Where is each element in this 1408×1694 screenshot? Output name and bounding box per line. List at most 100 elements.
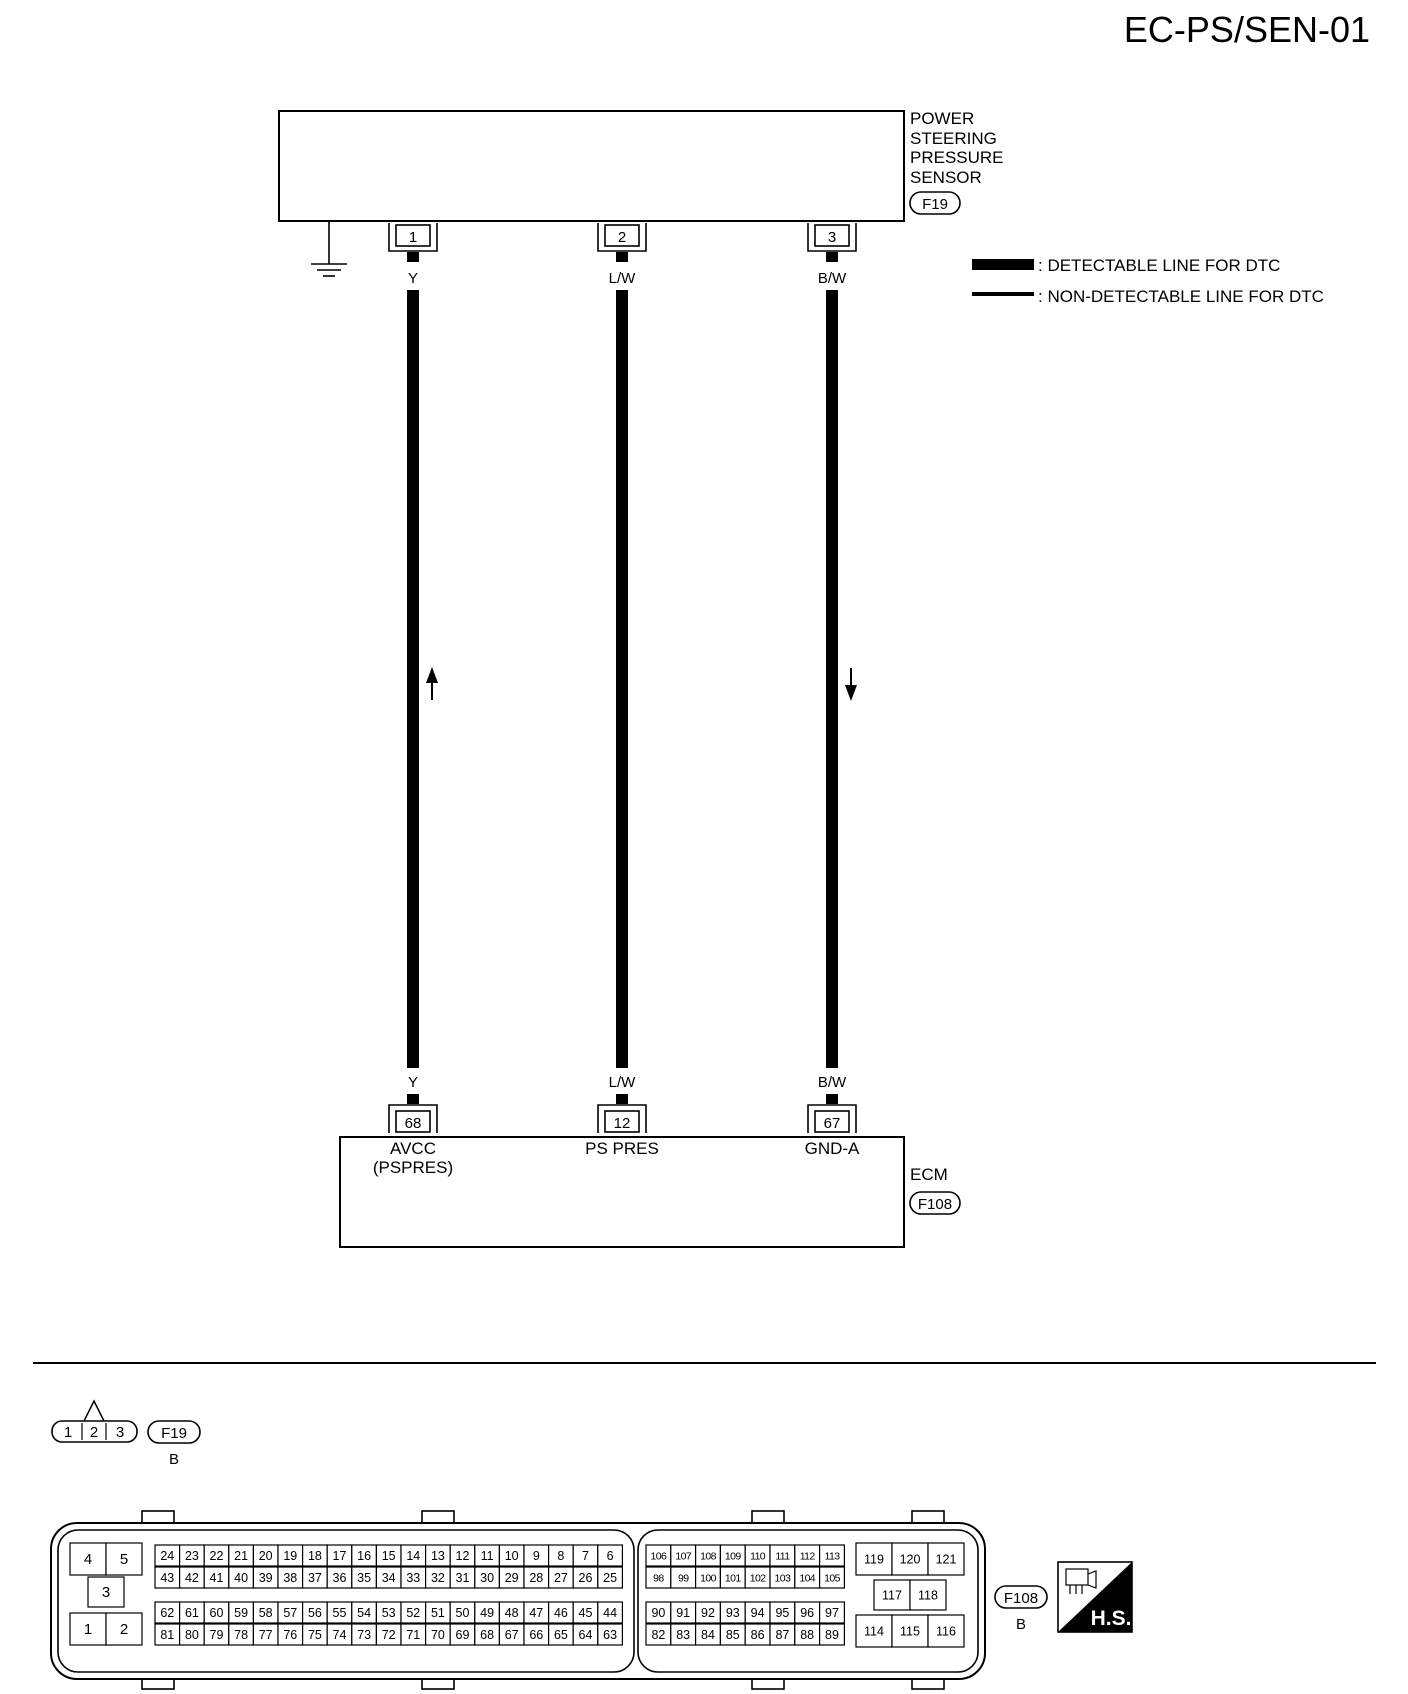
sensor-pin-label: 3 (828, 229, 836, 246)
f108-pin-44: 44 (597, 1601, 623, 1624)
f19-pin-2: 2 (90, 1424, 98, 1441)
f108-pin-label: 53 (382, 1606, 396, 1620)
f108-pin-16: 16 (351, 1544, 377, 1567)
f108-pin-21: 21 (228, 1544, 255, 1567)
f108-pin-label: 78 (234, 1628, 248, 1642)
f108-pin-label: 104 (799, 1573, 815, 1585)
f108-pin-41: 41 (203, 1566, 230, 1589)
f108-pin-1: 1 (69, 1612, 107, 1646)
f108-pin-9: 9 (523, 1544, 550, 1567)
f108-pin-label: 59 (234, 1606, 248, 1620)
ecm-terminal-68 (395, 1110, 431, 1133)
f108-pin-91: 91 (670, 1601, 697, 1624)
f108-pin-10: 10 (498, 1544, 525, 1567)
f108-pin-label: 113 (825, 1551, 841, 1563)
f108-pin-label: 61 (185, 1606, 199, 1620)
f108-pin-40: 40 (228, 1566, 255, 1589)
f108-pin-34: 34 (375, 1566, 402, 1589)
f108-pin-94: 94 (744, 1601, 771, 1624)
f108-pin-label: 50 (456, 1606, 470, 1620)
ecm-signal-name: GND-A (805, 1139, 860, 1158)
f108-pin-label: 55 (333, 1606, 347, 1620)
ecm: ECM F108 (339, 1136, 961, 1248)
ecm-pin-label: 12 (614, 1115, 631, 1132)
f108-pin-label: 48 (505, 1606, 519, 1620)
f108-pin-label: 16 (357, 1549, 371, 1563)
f108-pin-77: 77 (252, 1623, 279, 1646)
f108-pin-102: 102 (744, 1566, 771, 1589)
f108-pin-label: 43 (160, 1571, 174, 1585)
f108-pin-label: 89 (825, 1628, 839, 1642)
f108-pin-3: 3 (87, 1576, 125, 1608)
f108-pin-26: 26 (572, 1566, 599, 1589)
f108-pin-25: 25 (597, 1566, 623, 1589)
f108-pin-83: 83 (670, 1623, 697, 1646)
f108-pin-81: 81 (154, 1623, 181, 1646)
f108-pin-56: 56 (302, 1601, 328, 1624)
f108-pin-label: 82 (651, 1628, 665, 1642)
f108-pin-20: 20 (252, 1544, 279, 1567)
f108-pin-label: 58 (259, 1606, 273, 1620)
f108-pin-label: 65 (554, 1628, 568, 1642)
f108-pin-label: 2 (120, 1621, 128, 1638)
f108-pin-label: 7 (582, 1549, 589, 1563)
f108-pin-18: 18 (302, 1544, 328, 1567)
ecm-terminal-12 (604, 1110, 640, 1133)
f108-pin-label: 88 (800, 1628, 814, 1642)
f108-pin-label: 18 (308, 1549, 322, 1563)
f108-pin-74: 74 (326, 1623, 353, 1646)
f108-pin-62: 62 (154, 1601, 181, 1624)
f108-pin-label: 71 (406, 1628, 420, 1642)
f108-pin-label: 21 (234, 1549, 248, 1563)
f108-pin-52: 52 (400, 1601, 427, 1624)
f108-pin-label: 83 (676, 1628, 690, 1642)
f108-pin-76: 76 (277, 1623, 304, 1646)
f108-pin-109: 109 (719, 1544, 746, 1567)
f108-pin-label: 3 (102, 1584, 110, 1601)
f108-pin-14: 14 (400, 1544, 427, 1567)
f108-pin-label: 19 (283, 1549, 297, 1563)
wire-color-top: B/W (818, 270, 847, 287)
sensor-connector-id: F19 (922, 196, 948, 213)
f108-pin-label: 35 (357, 1571, 371, 1585)
f108-pin-33: 33 (400, 1566, 427, 1589)
f108-pin-label: 119 (864, 1553, 884, 1567)
f108-pin-99: 99 (670, 1566, 697, 1589)
f108-pin-73: 73 (351, 1623, 377, 1646)
f108-pin-label: 52 (406, 1606, 420, 1620)
f108-pin-111: 111 (769, 1544, 796, 1567)
f108-pin-label: 17 (333, 1549, 347, 1563)
f108-pin-17: 17 (326, 1544, 353, 1567)
f108-pin-4: 4 (69, 1542, 107, 1576)
f108-pin-98: 98 (645, 1566, 672, 1589)
f108-pin-38: 38 (277, 1566, 304, 1589)
f108-pin-label: 98 (653, 1573, 664, 1585)
f108-pin-label: 37 (308, 1571, 322, 1585)
f108-pin-label: 51 (431, 1606, 445, 1620)
f108-color: B (1016, 1616, 1026, 1633)
connector-f19-outline (51, 1420, 138, 1443)
f108-pin-42: 42 (179, 1566, 205, 1589)
f108-pin-label: 49 (480, 1606, 494, 1620)
f108-pin-label: 70 (431, 1628, 445, 1642)
f108-pin-54: 54 (351, 1601, 377, 1624)
f108-pin-107: 107 (670, 1544, 697, 1567)
f108-pin-label: 40 (234, 1571, 248, 1585)
f108-pin-label: 66 (529, 1628, 543, 1642)
f108-pin-label: 103 (775, 1573, 791, 1585)
f108-pin-61: 61 (179, 1601, 205, 1624)
f108-pin-label: 114 (864, 1625, 884, 1639)
ecm-signal-name: AVCC (390, 1139, 436, 1158)
f108-pin-label: 14 (406, 1549, 420, 1563)
f108-pin-27: 27 (547, 1566, 574, 1589)
f108-pin-label: 8 (557, 1549, 564, 1563)
f108-pin-label: 11 (481, 1549, 494, 1563)
sensor-name-line-1: POWER (910, 109, 974, 128)
f108-pin-label: 25 (603, 1571, 617, 1585)
sensor-name-line-2: STEERING (910, 129, 997, 148)
f108-pin-110: 110 (744, 1544, 771, 1567)
f108-pin-label: 84 (701, 1628, 715, 1642)
